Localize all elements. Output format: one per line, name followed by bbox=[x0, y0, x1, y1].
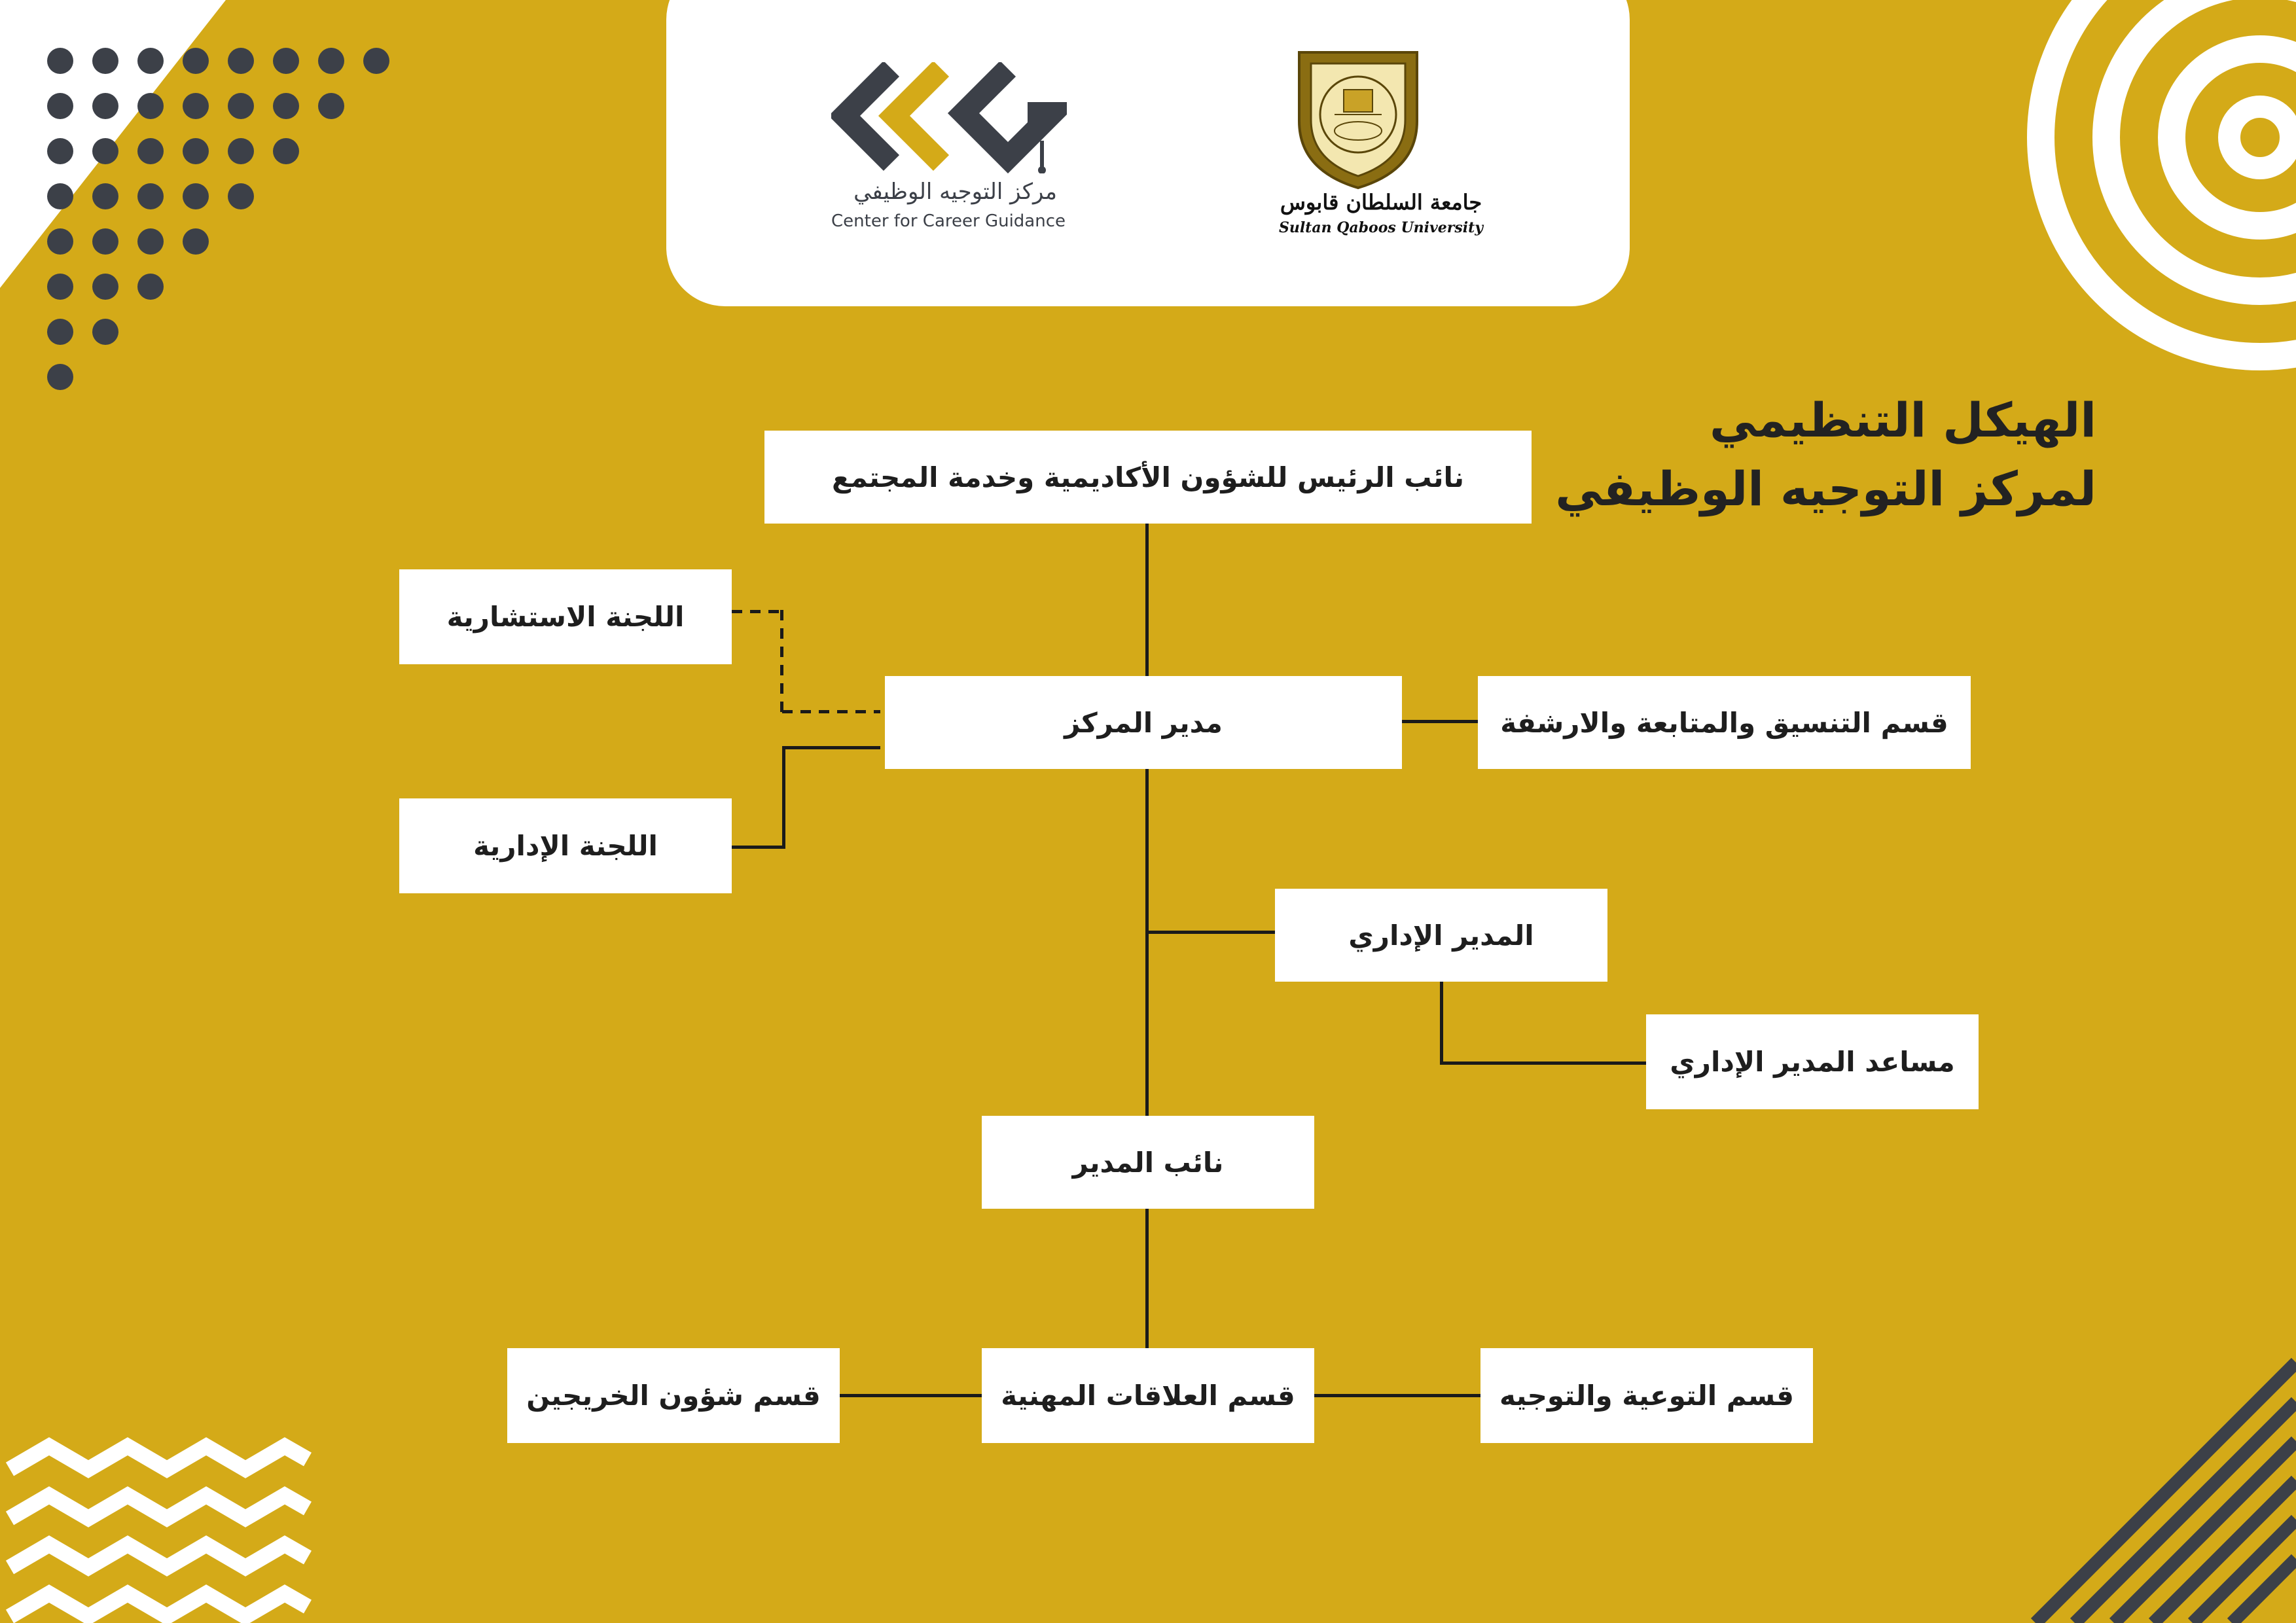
pattern-dot bbox=[92, 93, 118, 119]
squ-logo: جامعة السلطان قابوس Sultan Qaboos Univer… bbox=[1237, 43, 1525, 245]
node-advisory-committee: اللجنة الاستشارية bbox=[399, 569, 732, 664]
pattern-dot bbox=[92, 138, 118, 164]
pattern-dot bbox=[183, 138, 209, 164]
pattern-dot bbox=[47, 319, 73, 345]
node-vice-president: نائب الرئيس للشؤون الأكاديمية وخدمة المج… bbox=[764, 431, 1532, 524]
header-logo-card bbox=[666, 0, 1630, 306]
dashed-connector-advisory-vertical bbox=[780, 610, 783, 713]
page-title-line-2: لمركز التوجيه الوظيفي bbox=[1555, 461, 2096, 516]
pattern-dot bbox=[137, 274, 164, 300]
connector-admin-committee-top bbox=[782, 746, 880, 749]
squ-logo-arabic-name: جامعة السلطان قابوس bbox=[1280, 190, 1482, 215]
node-administrative-director: المدير الإداري bbox=[1275, 889, 1607, 982]
node-center-director: مدير المركز bbox=[885, 676, 1402, 769]
pattern-dot bbox=[92, 48, 118, 74]
dashed-connector-advisory-bottom bbox=[782, 710, 880, 713]
connector-director-to-deputy bbox=[1145, 769, 1149, 1116]
pattern-dot bbox=[47, 138, 73, 164]
ccg-logo-arabic-name: مركز التوجيه الوظيفي bbox=[853, 179, 1057, 205]
pattern-dot bbox=[318, 93, 344, 119]
ccg-logo-english-name: Center for Career Guidance bbox=[831, 211, 1066, 231]
pattern-dot bbox=[92, 274, 118, 300]
squ-logo-english-name: Sultan Qaboos University bbox=[1278, 219, 1484, 236]
connector-vp-to-director bbox=[1145, 524, 1149, 676]
node-professional-relations-section: قسم العلاقات المهنية bbox=[982, 1348, 1314, 1443]
connector-trunk-to-admin-director bbox=[1147, 931, 1275, 934]
pattern-dot bbox=[47, 364, 73, 390]
pattern-dot bbox=[137, 183, 164, 209]
diagonal-stripes-decoration bbox=[2030, 1357, 2296, 1623]
ccg-logo: مركز التوجيه الوظيفي Center for Career G… bbox=[831, 62, 1067, 245]
pattern-dot bbox=[228, 138, 254, 164]
pattern-dot bbox=[47, 48, 73, 74]
pattern-dot bbox=[92, 319, 118, 345]
pattern-dot bbox=[183, 183, 209, 209]
pattern-dot bbox=[92, 183, 118, 209]
node-administrative-committee: اللجنة الإدارية bbox=[399, 798, 732, 893]
pattern-dot bbox=[273, 48, 299, 74]
pattern-dot bbox=[137, 228, 164, 255]
connector-admin-to-assistant-horizontal bbox=[1440, 1061, 1648, 1065]
page-title-line-1: الهيكل التنظيمي bbox=[1710, 393, 2096, 448]
pattern-dot bbox=[183, 48, 209, 74]
concentric-rings-decoration bbox=[2027, 0, 2296, 370]
connector-relations-to-alumni bbox=[839, 1394, 982, 1397]
node-deputy-director: نائب المدير bbox=[982, 1116, 1314, 1209]
pattern-dot bbox=[137, 48, 164, 74]
zigzag-decoration bbox=[5, 1437, 312, 1623]
connector-admin-to-assistant-vertical bbox=[1440, 982, 1443, 1063]
connector-director-to-coordination bbox=[1401, 720, 1479, 723]
pattern-dot bbox=[183, 93, 209, 119]
node-assistant-admin-director: مساعد المدير الإداري bbox=[1646, 1014, 1979, 1109]
pattern-dot bbox=[47, 93, 73, 119]
squ-emblem bbox=[1298, 51, 1418, 190]
node-coordination-section: قسم التنسيق والمتابعة والارشفة bbox=[1478, 676, 1971, 769]
connector-relations-to-awareness bbox=[1314, 1394, 1480, 1397]
pattern-dot bbox=[47, 228, 73, 255]
pattern-dot bbox=[92, 228, 118, 255]
pattern-dot bbox=[183, 228, 209, 255]
connector-admin-committee-vertical bbox=[782, 746, 785, 849]
pattern-dot bbox=[363, 48, 389, 74]
dashed-connector-advisory-top bbox=[732, 610, 784, 613]
pattern-dot bbox=[318, 48, 344, 74]
pattern-dot bbox=[228, 93, 254, 119]
pattern-dot bbox=[137, 93, 164, 119]
pattern-dot bbox=[273, 93, 299, 119]
pattern-dot bbox=[228, 48, 254, 74]
pattern-dot bbox=[47, 274, 73, 300]
pattern-dot bbox=[228, 183, 254, 209]
connector-admin-committee-bottom bbox=[732, 846, 785, 849]
pattern-dot bbox=[47, 183, 73, 209]
node-alumni-affairs-section: قسم شؤون الخريجين bbox=[507, 1348, 840, 1443]
connector-deputy-to-relations bbox=[1145, 1207, 1149, 1348]
dot-pattern-decoration bbox=[0, 0, 419, 419]
ccg-logo-mark bbox=[831, 62, 1067, 173]
node-awareness-guidance-section: قسم التوعية والتوجيه bbox=[1480, 1348, 1813, 1443]
pattern-dot bbox=[273, 138, 299, 164]
pattern-dot bbox=[137, 138, 164, 164]
